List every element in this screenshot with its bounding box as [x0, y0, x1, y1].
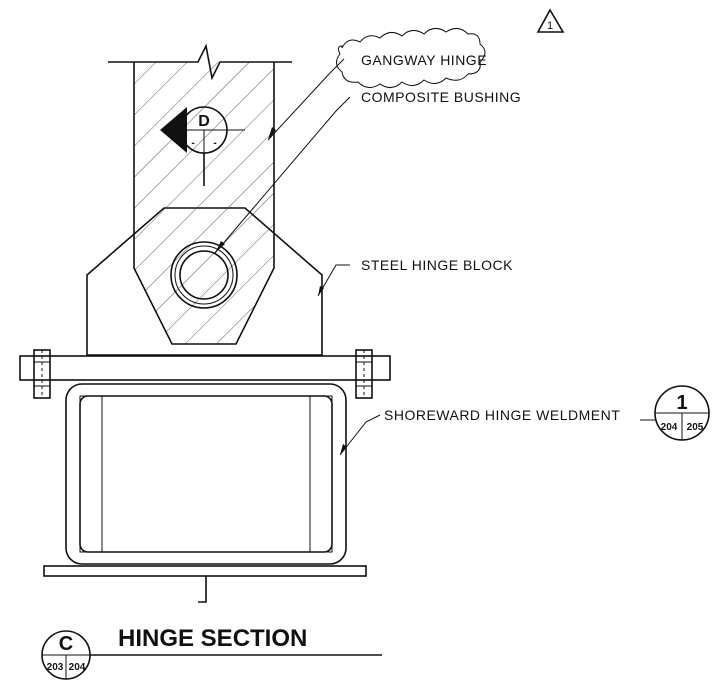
detail-tag-letter: D: [198, 113, 210, 130]
callout-gangway-hinge: GANGWAY HINGE: [361, 52, 487, 68]
leader-lines: [214, 58, 381, 456]
weldment-ref-sheet-left: 204: [661, 422, 678, 433]
section-title: HINGE SECTION: [118, 625, 307, 652]
section-letter: C: [59, 633, 73, 655]
revision-triangle: 1: [536, 8, 565, 33]
composite-bushing: [170, 241, 238, 309]
callout-shoreward-weldment: SHOREWARD HINGE WELDMENT: [384, 407, 620, 423]
detail-tag-left: -: [191, 138, 194, 149]
revision-cloud: [336, 28, 486, 88]
revision-number: 1: [547, 20, 553, 32]
section-sheet-left: 203: [47, 662, 64, 673]
section-sheet-right: 204: [69, 662, 86, 673]
gangway-hinge-member: [108, 43, 292, 345]
weldment-ref-sheet-right: 205: [687, 422, 704, 433]
weldment-reference-bubble: 1 204 205: [640, 385, 710, 441]
bolted-flange-plate: [19, 349, 391, 399]
detail-tag-right: -: [213, 138, 216, 149]
section-title-block: C 203 204 HINGE SECTION: [41, 625, 382, 680]
callout-steel-hinge-block: STEEL HINGE BLOCK: [361, 257, 513, 273]
detail-tag-d: D - -: [160, 106, 245, 186]
shoreward-hinge-weldment: [43, 383, 367, 603]
callout-composite-bushing: COMPOSITE BUSHING: [361, 89, 521, 105]
weldment-ref-number: 1: [676, 392, 687, 414]
